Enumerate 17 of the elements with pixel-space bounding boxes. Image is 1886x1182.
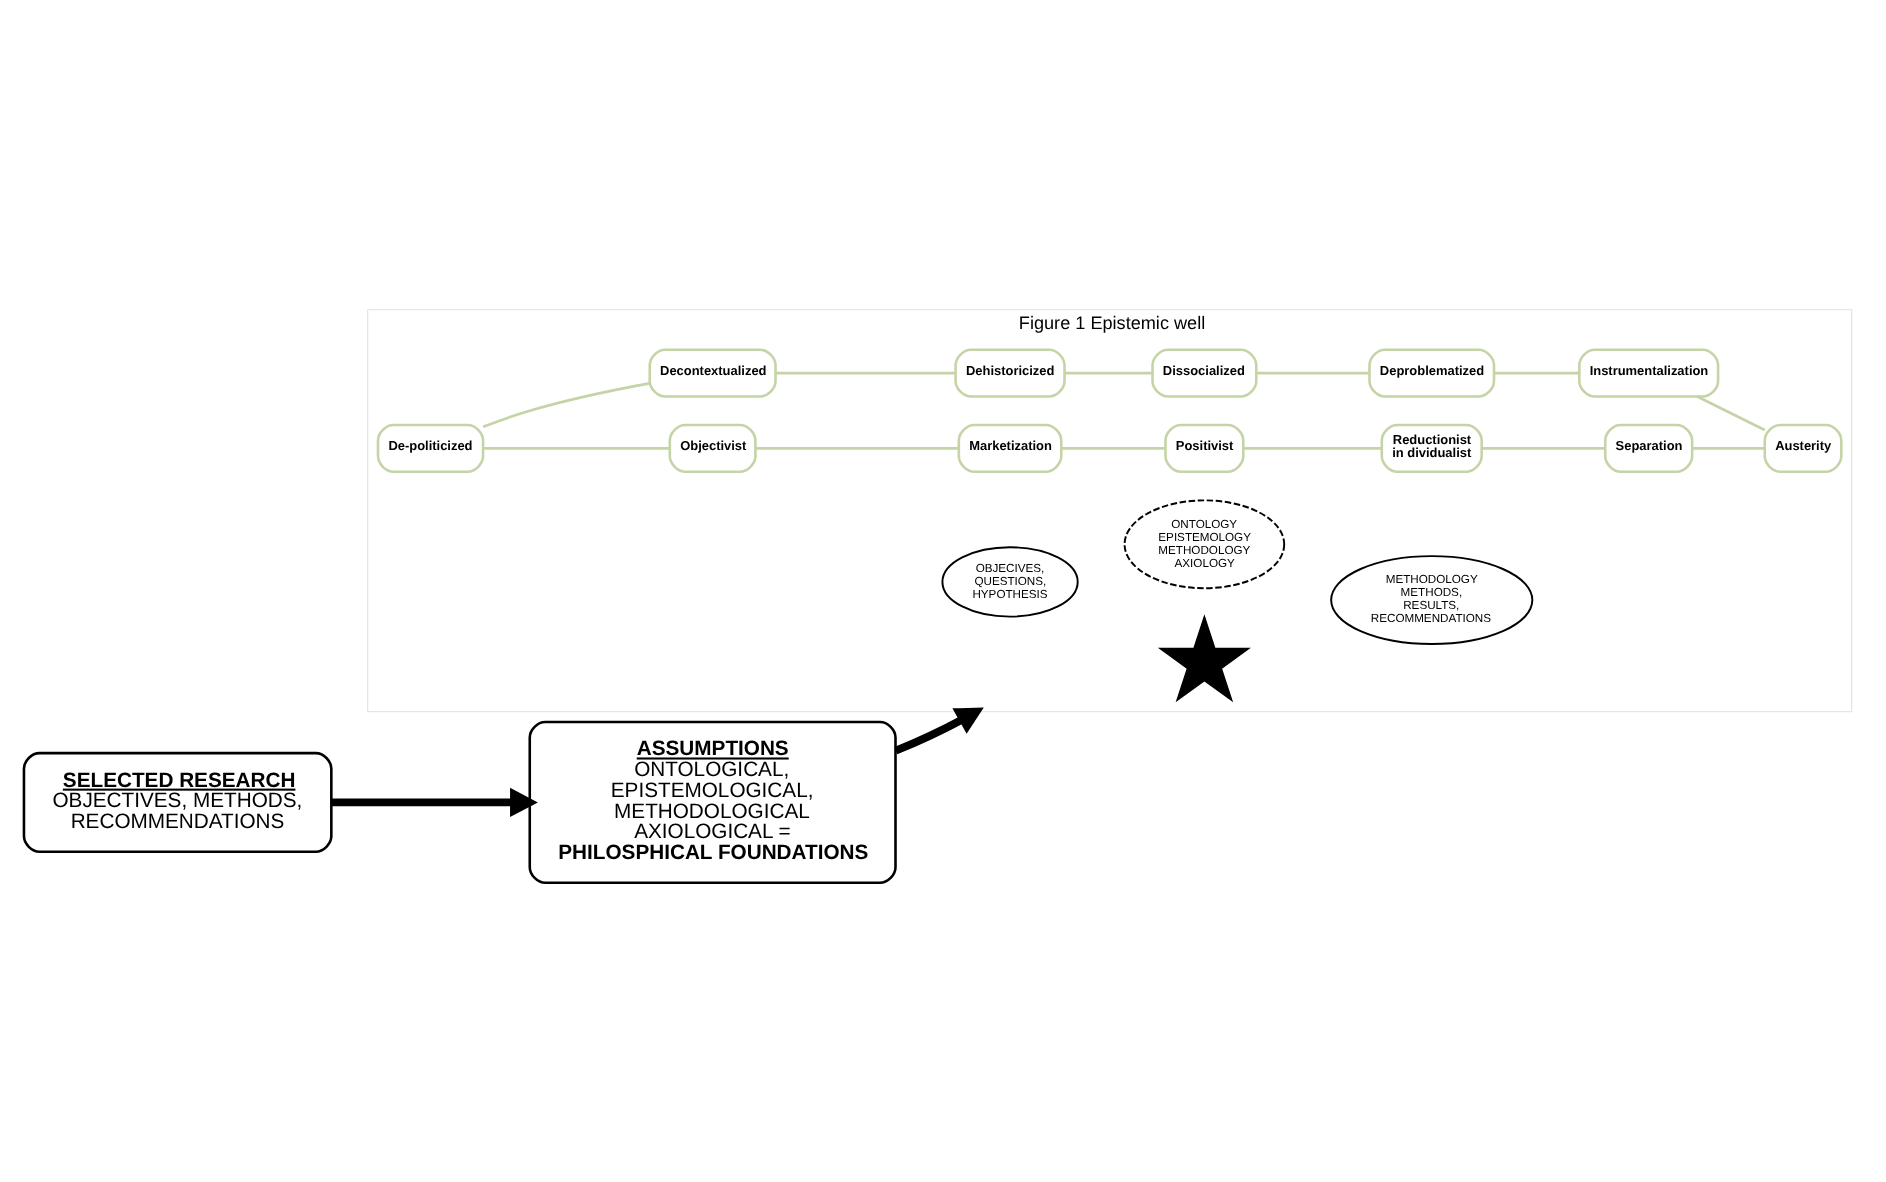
connector <box>1494 371 1580 375</box>
connector <box>775 371 956 375</box>
node-box: ASSUMPTIONS ONTOLOGICAL, EPISTEMOLOGICAL, METHODOLOGICAL AXIOLOGICAL = PHILOSPHICAL FOUNDATIONS <box>528 720 897 885</box>
connector <box>1692 447 1765 450</box>
connector <box>1243 447 1382 450</box>
connector <box>755 447 959 450</box>
connector <box>1061 447 1166 450</box>
arrow <box>331 787 538 817</box>
connector <box>1481 447 1606 450</box>
connector <box>1256 371 1370 375</box>
node-box: SELECTED RESEARCH OBJECTIVES, METHODS, RECOMMENDATIONS <box>22 751 333 853</box>
connector <box>483 447 670 450</box>
connector <box>1696 395 1766 432</box>
connector <box>482 382 650 429</box>
node-star <box>1157 614 1251 703</box>
arrow <box>894 707 984 755</box>
connector <box>1064 371 1153 375</box>
